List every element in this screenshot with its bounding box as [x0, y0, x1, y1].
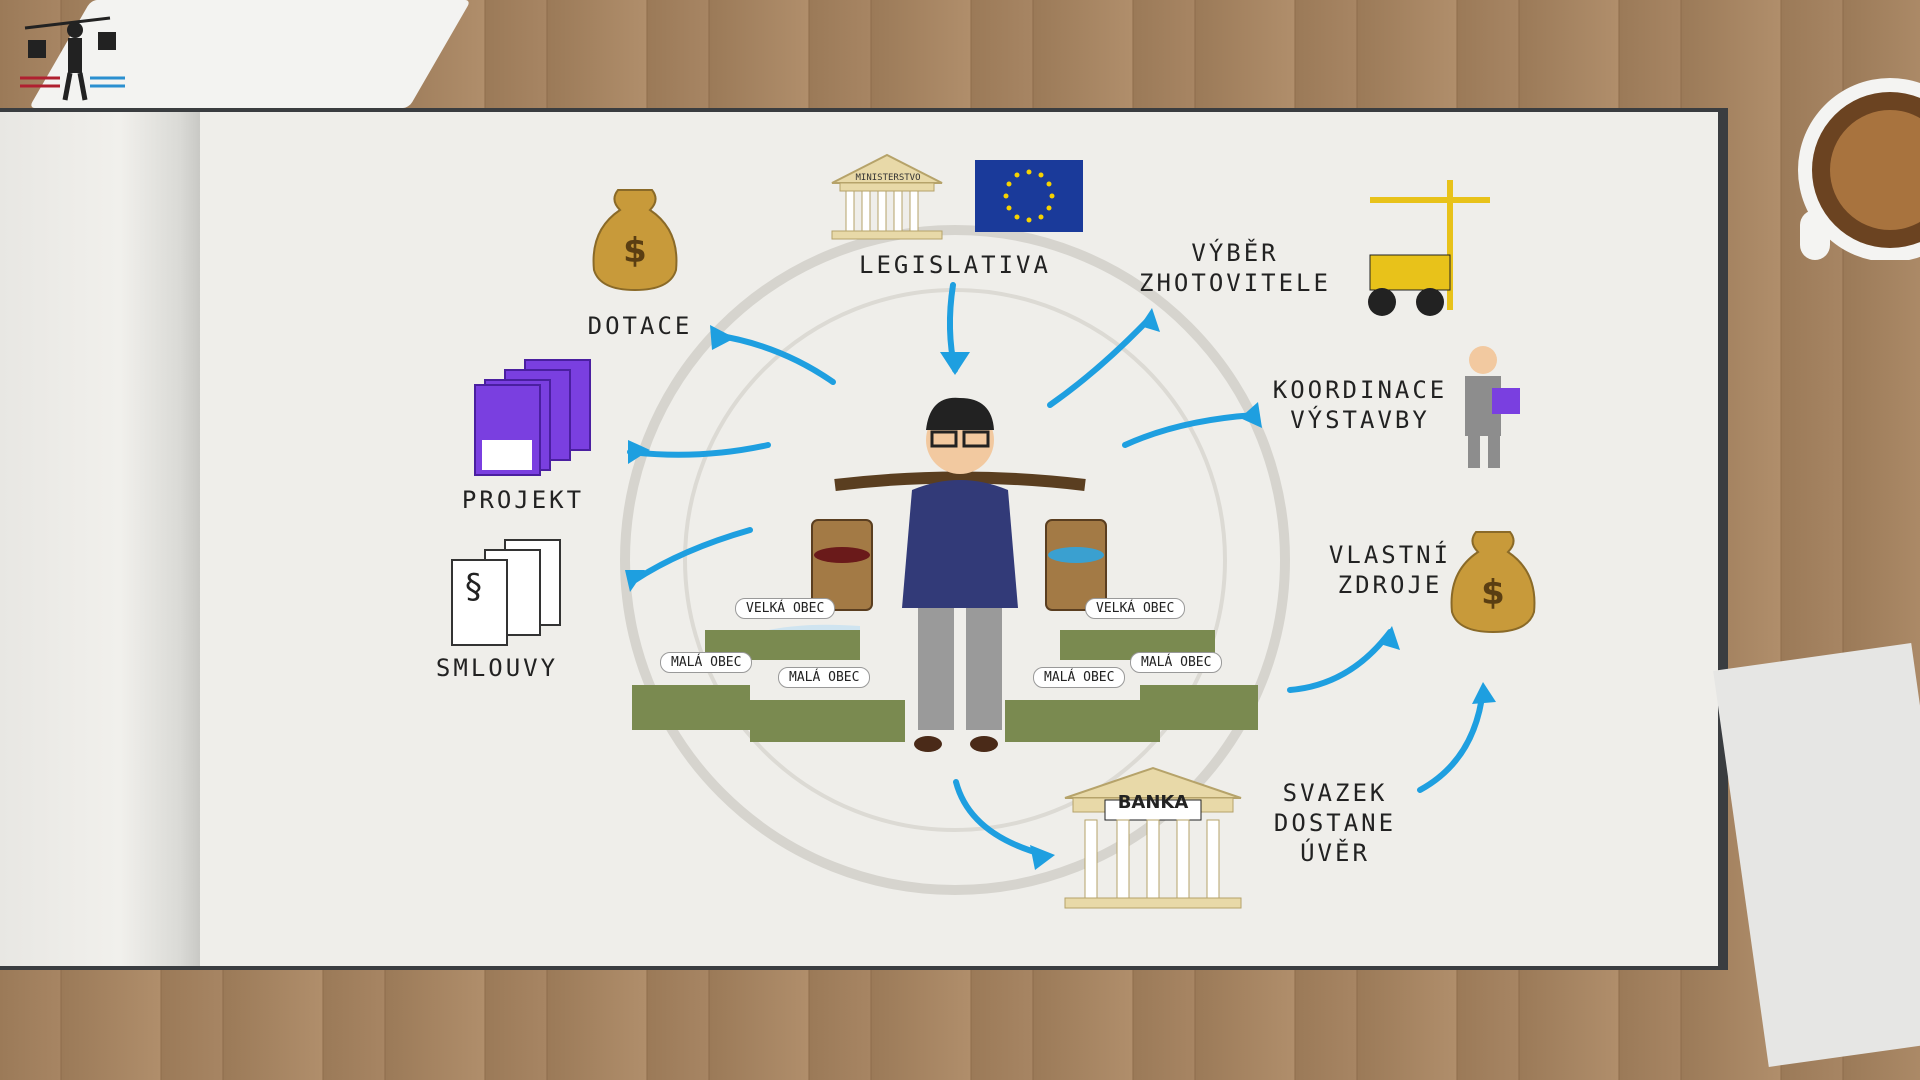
folders-icon — [475, 360, 590, 475]
svg-text:§: § — [465, 567, 482, 607]
label-dotace: DOTACE — [575, 311, 705, 341]
svg-text:$: $ — [1481, 573, 1505, 613]
label-projekt: PROJEKT — [458, 485, 588, 515]
label-koordinace-vystavby: KOORDINACE VÝSTAVBY — [1260, 375, 1460, 435]
arrow-svazek — [1420, 690, 1483, 790]
village-tag-mala-left-2: MALÁ OBEC — [778, 667, 870, 688]
ministry-label: MINISTERSTVO — [855, 173, 920, 183]
label-smlouvy: SMLOUVY — [432, 653, 562, 683]
village-tag-mala-right-2: MALÁ OBEC — [1033, 667, 1125, 688]
contract-icon: § — [452, 540, 560, 645]
svg-text:$: $ — [623, 231, 647, 271]
eu-flag-icon — [975, 160, 1083, 232]
label-vyber-zhotovitele: VÝBĚR ZHOTOVITELE — [1130, 238, 1340, 298]
village-tag-mala-left-1: MALÁ OBEC — [660, 652, 752, 673]
arrow-projekt — [630, 445, 768, 455]
bank-icon — [1065, 768, 1241, 908]
village-tag-velka-left: VELKÁ OBEC — [735, 598, 835, 619]
crane-excavator-icon — [1368, 180, 1490, 316]
label-vlastni-zdroje: VLASTNÍ ZDROJE — [1325, 540, 1455, 600]
money-bag-icon: $ — [594, 190, 677, 290]
worker-icon — [1465, 346, 1520, 468]
label-legislativa: LEGISLATIVA — [845, 250, 1065, 280]
village-tag-velka-right: VELKÁ OBEC — [1085, 598, 1185, 619]
money-bag-icon: $ — [1452, 532, 1535, 632]
man-with-buckets-icon — [812, 398, 1106, 752]
arrow-vlastni — [1290, 632, 1390, 690]
arrow-smlouvy — [632, 530, 750, 582]
label-svazek-dostane-uver: SVAZEK DOSTANE ÚVĚR — [1265, 778, 1405, 868]
village-tag-mala-right-1: MALÁ OBEC — [1130, 652, 1222, 673]
bank-sign: BANKA — [1118, 792, 1189, 813]
